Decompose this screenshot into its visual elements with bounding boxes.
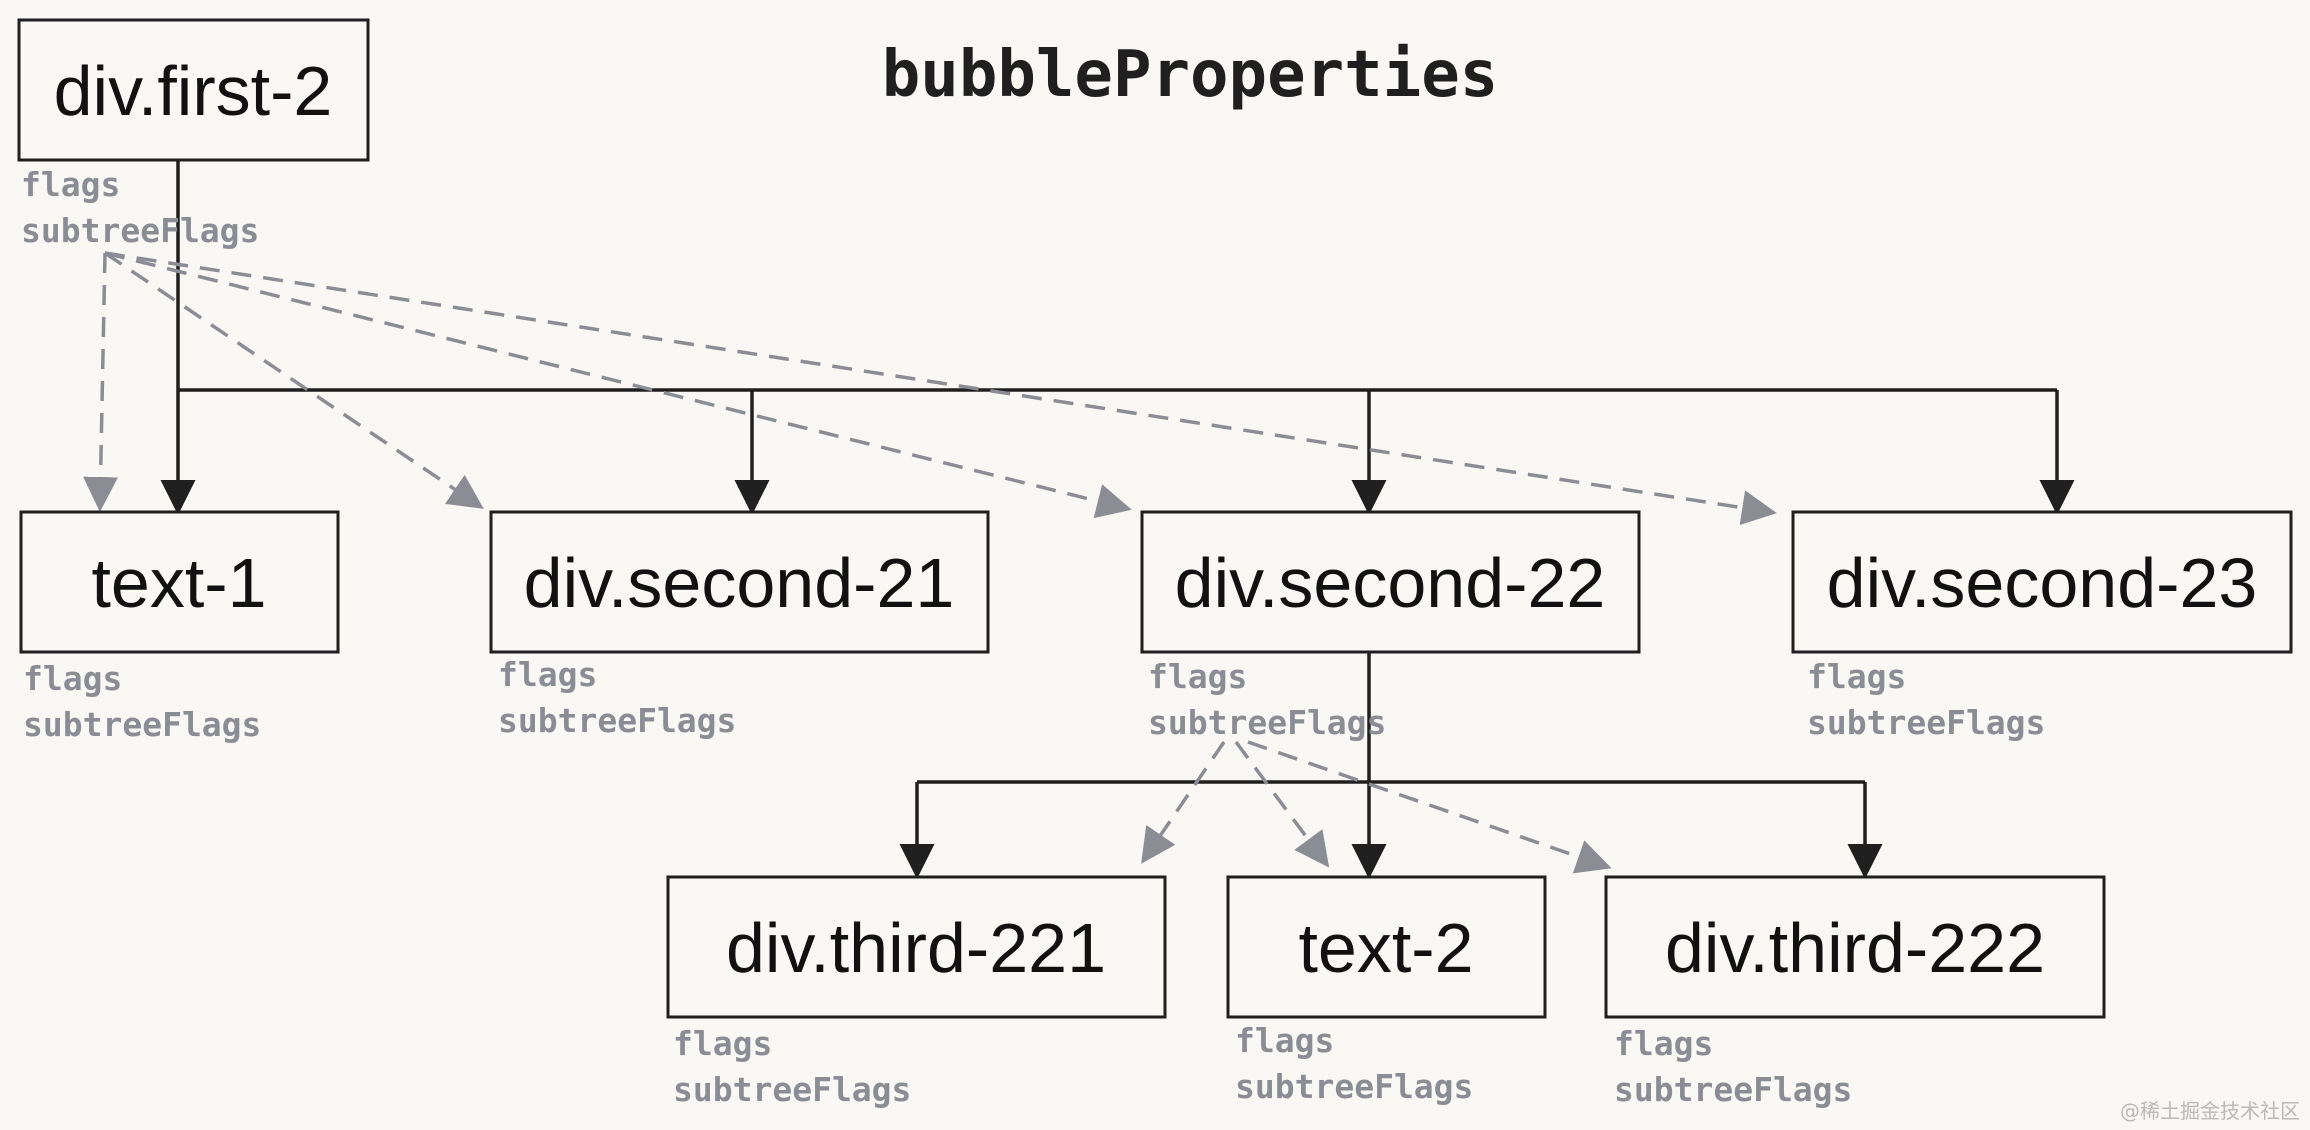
diagram-title: bubbleProperties <box>882 38 1499 112</box>
node-s23: div.second-23 flags subtreeFlags <box>1791 510 2293 742</box>
node-text1: text-1 flags subtreeFlags <box>19 510 340 744</box>
node-s21: div.second-21 flags subtreeFlags <box>489 510 990 740</box>
node-prop-flags: flags <box>673 1024 772 1063</box>
node-text2: text-2 flags subtreeFlags <box>1226 875 1547 1106</box>
bubble-edge-first-to-s21 <box>104 251 484 509</box>
node-first: div.first-2 flags subtreeFlags <box>17 18 370 250</box>
node-s22: div.second-22 flags subtreeFlags <box>1140 510 1641 742</box>
bubble-edges <box>83 251 1777 874</box>
node-label: div.third-221 <box>726 909 1106 987</box>
node-label: div.second-21 <box>524 544 955 622</box>
node-prop-subtree-flags: subtreeFlags <box>23 705 261 744</box>
node-box <box>489 510 990 654</box>
node-label: text-1 <box>91 544 266 622</box>
node-prop-flags: flags <box>21 165 120 204</box>
node-prop-subtree-flags: subtreeFlags <box>498 701 736 740</box>
node-box <box>19 510 340 654</box>
bubble-edge-first-to-s23 <box>104 251 1777 525</box>
node-label: div.first-2 <box>54 52 333 130</box>
node-box <box>1226 875 1547 1019</box>
node-prop-subtree-flags: subtreeFlags <box>1807 703 2045 742</box>
node-prop-flags: flags <box>1235 1021 1334 1060</box>
node-label: text-2 <box>1298 909 1473 987</box>
node-prop-subtree-flags: subtreeFlags <box>1235 1067 1473 1106</box>
node-box <box>1604 875 2106 1019</box>
node-prop-flags: flags <box>23 659 122 698</box>
node-label: div.second-23 <box>1827 544 2258 622</box>
node-label: div.third-222 <box>1665 909 2045 987</box>
node-label: div.second-22 <box>1175 544 1606 622</box>
node-prop-flags: flags <box>1148 657 1247 696</box>
node-prop-flags: flags <box>498 655 597 694</box>
bubble-edge-first-to-text1 <box>83 252 119 512</box>
node-box <box>1140 510 1641 654</box>
node-box <box>666 875 1167 1019</box>
node-prop-flags: flags <box>1614 1024 1713 1063</box>
node-prop-subtree-flags: subtreeFlags <box>1614 1070 1852 1109</box>
node-t221: div.third-221 flags subtreeFlags <box>666 875 1167 1109</box>
node-box <box>1791 510 2293 654</box>
node-t222: div.third-222 flags subtreeFlags <box>1604 875 2106 1109</box>
node-prop-subtree-flags: subtreeFlags <box>1148 703 1386 742</box>
bubble-edge-s22-to-t221 <box>1141 741 1226 864</box>
tree-edges <box>160 160 2075 879</box>
bubble-edge-first-to-s22 <box>104 251 1132 519</box>
node-prop-flags: flags <box>1807 657 1906 696</box>
node-prop-subtree-flags: subtreeFlags <box>21 211 259 250</box>
bubble-edge-s22-to-t222 <box>1247 740 1612 874</box>
node-box <box>17 18 370 162</box>
watermark: @稀土掘金技术社区 <box>2120 1099 2300 1123</box>
bubble-edge-s22-to-text2 <box>1234 740 1330 868</box>
node-prop-subtree-flags: subtreeFlags <box>673 1070 911 1109</box>
